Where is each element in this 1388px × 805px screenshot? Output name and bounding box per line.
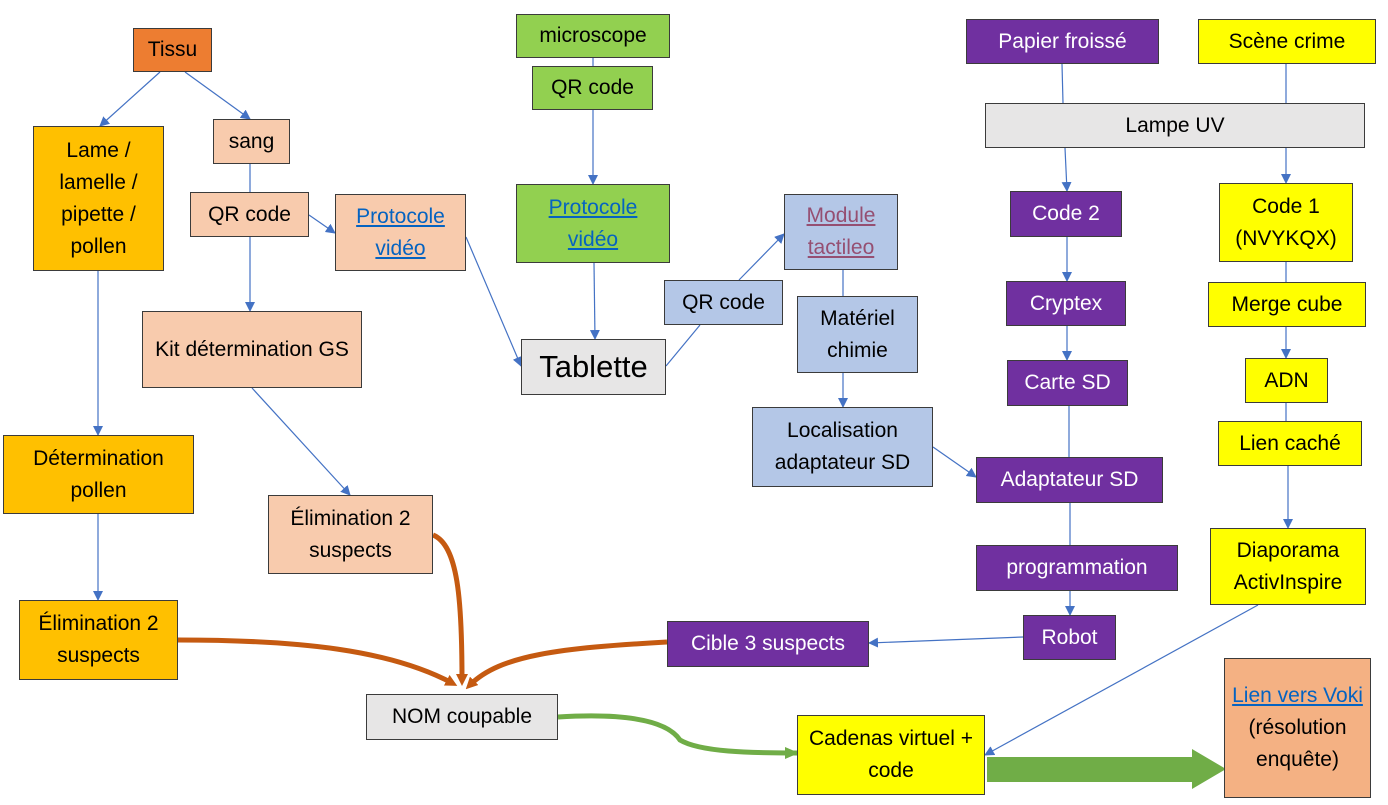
arrow-cible-nom: [470, 642, 667, 685]
arrow-papier-lampe: [1062, 64, 1063, 103]
node-kit-determination-gs: Kit détermination GS: [142, 311, 362, 388]
arrow-robot-cible: [869, 637, 1023, 643]
node-qr-code-microscope[interactable]: QR code: [532, 66, 653, 110]
arrow-protocole-tablette: [466, 237, 521, 366]
node-tissu: Tissu: [133, 28, 212, 72]
node-qr-code-sang[interactable]: QR code: [190, 192, 309, 237]
arrow-protocole-tablette-micro: [594, 263, 595, 339]
node-protocole-video-sang[interactable]: Protocole vidéo: [335, 194, 466, 271]
node-tablette: Tablette: [521, 339, 666, 395]
node-cryptex: Cryptex: [1006, 281, 1126, 326]
arrow-kit-elimination: [252, 388, 350, 495]
node-carte-sd: Carte SD: [1007, 360, 1128, 406]
arrow-tissu-lame: [100, 72, 160, 126]
arrow-nom-cadenas: [558, 716, 797, 753]
node-merge-cube: Merge cube: [1208, 282, 1366, 327]
node-code-1: Code 1 (NVYKQX): [1219, 183, 1353, 262]
arrow-elimination-gs-nom: [433, 535, 462, 680]
node-adn: ADN: [1245, 358, 1328, 403]
node-nom-coupable: NOM coupable: [366, 694, 558, 740]
node-microscope: microscope: [516, 14, 670, 58]
node-lien-cache: Lien caché: [1218, 421, 1362, 466]
node-adaptateur-sd: Adaptateur SD: [976, 457, 1163, 503]
arrow-tissu-sang: [185, 72, 250, 119]
node-programmation: programmation: [976, 545, 1178, 591]
node-lampe-uv: Lampe UV: [985, 103, 1365, 148]
node-module-tactileo[interactable]: Module tactileo: [784, 194, 898, 270]
lien-vers-voki-link[interactable]: Lien vers Voki: [1232, 680, 1363, 712]
node-lame-lamelle-pipette-pollen: Lame / lamelle / pipette / pollen: [33, 126, 164, 271]
node-elimination-pollen: Élimination 2 suspects: [19, 600, 178, 680]
node-materiel-chimie: Matériel chimie: [797, 296, 918, 373]
node-robot: Robot: [1023, 615, 1116, 660]
node-protocole-video-microscope[interactable]: Protocole vidéo: [516, 184, 670, 263]
node-papier-froisse: Papier froissé: [966, 19, 1159, 64]
arrow-qr-module: [739, 234, 784, 280]
arrow-elimination-pollen-nom: [178, 640, 452, 683]
node-code-2: Code 2: [1010, 191, 1122, 237]
node-cible-3-suspects: Cible 3 suspects: [667, 621, 869, 667]
node-elimination-gs: Élimination 2 suspects: [268, 495, 433, 574]
node-localisation-adaptateur-sd: Localisation adaptateur SD: [752, 407, 933, 487]
node-diaporama-activinspire: Diaporama ActivInspire: [1210, 528, 1366, 605]
arrow-lampe-code2: [1065, 148, 1067, 191]
node-scene-crime: Scène crime: [1198, 19, 1376, 64]
protocole-video-link[interactable]: Protocole vidéo: [340, 201, 461, 265]
node-sang: sang: [213, 119, 290, 164]
arrow-qr-protocole: [309, 215, 335, 233]
arrow-tablette-qr: [666, 325, 700, 366]
protocole-video-link[interactable]: Protocole vidéo: [521, 192, 665, 256]
module-tactileo-link[interactable]: Module tactileo: [789, 200, 893, 264]
resolution-enquete-text: (résolution enquête): [1229, 712, 1366, 776]
node-determination-pollen: Détermination pollen: [3, 435, 194, 514]
node-lien-vers-voki[interactable]: Lien vers Voki (résolution enquête): [1224, 658, 1371, 798]
arrow-localisation-adaptateur: [933, 447, 976, 477]
node-qr-code-tablette[interactable]: QR code: [664, 280, 783, 325]
node-cadenas-virtuel-code: Cadenas virtuel + code: [797, 715, 985, 795]
arrow-cadenas-voki: [987, 749, 1226, 789]
